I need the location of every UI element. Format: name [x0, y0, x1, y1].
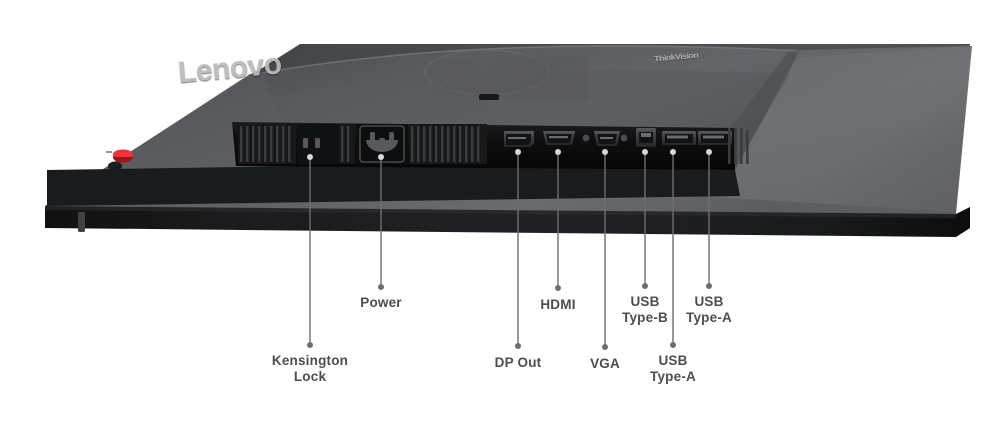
callout-label-hdmi: HDMI — [540, 297, 576, 312]
leader-usb-type-a-upper — [706, 149, 712, 289]
leader-kensington-lock — [307, 154, 313, 348]
usb-a-port-2 — [698, 131, 732, 145]
callout-label-power: Power — [360, 295, 402, 310]
leader-dot — [670, 149, 676, 155]
leader-dot — [307, 342, 313, 348]
leader-dot — [378, 154, 384, 160]
leader-dot — [378, 284, 384, 290]
callout-label-dp-out: DP Out — [494, 355, 542, 370]
leader-dot — [642, 283, 648, 289]
usb-b-port — [636, 128, 656, 147]
dp-out-port — [504, 131, 534, 147]
leader-dot — [602, 344, 608, 350]
callout-label-vga: VGA — [590, 356, 620, 371]
leader-dot — [642, 149, 648, 155]
kensington-indicator — [106, 149, 141, 171]
leader-usb-type-a-lower — [670, 149, 676, 348]
leader-dp-out — [515, 149, 521, 349]
leader-dot — [307, 154, 313, 160]
leader-dot — [602, 149, 608, 155]
stand-release-slot — [479, 94, 499, 100]
stand-mount-circle — [424, 49, 588, 100]
callout-label-usb-type-b: USB Type-B — [622, 294, 668, 325]
vent-grille-mid — [339, 124, 355, 164]
leader-dot — [706, 283, 712, 289]
usb-a-port-1 — [662, 131, 696, 145]
leader-dot — [555, 285, 561, 291]
callout-leader-lines — [307, 149, 712, 350]
leader-power — [378, 154, 384, 290]
leader-dot — [515, 149, 521, 155]
port-bay — [47, 122, 749, 206]
leader-dot — [515, 343, 521, 349]
panel-button — [108, 161, 122, 171]
vga-port — [582, 131, 628, 146]
leader-dot — [555, 149, 561, 155]
bezel-right-corner — [956, 207, 970, 237]
vent-grille-left — [238, 124, 296, 164]
callout-label-usb-type-a-upper: USB Type-A — [686, 294, 732, 325]
hdmi-port — [543, 131, 575, 145]
leader-usb-type-b — [642, 149, 648, 289]
leader-dot — [670, 342, 676, 348]
bezel-notch — [78, 212, 85, 232]
front-bezel — [45, 206, 970, 237]
leader-dot — [706, 149, 712, 155]
vent-grille-far-right — [728, 128, 749, 164]
leader-hdmi — [555, 149, 561, 291]
kensington-lock-slot — [297, 124, 339, 164]
callout-label-kensington-lock: Kensington Lock — [271, 353, 349, 384]
callout-label-usb-type-a-lower: USB Type-A — [650, 353, 696, 384]
vent-grille-right — [409, 124, 487, 164]
leader-vga — [602, 149, 608, 350]
